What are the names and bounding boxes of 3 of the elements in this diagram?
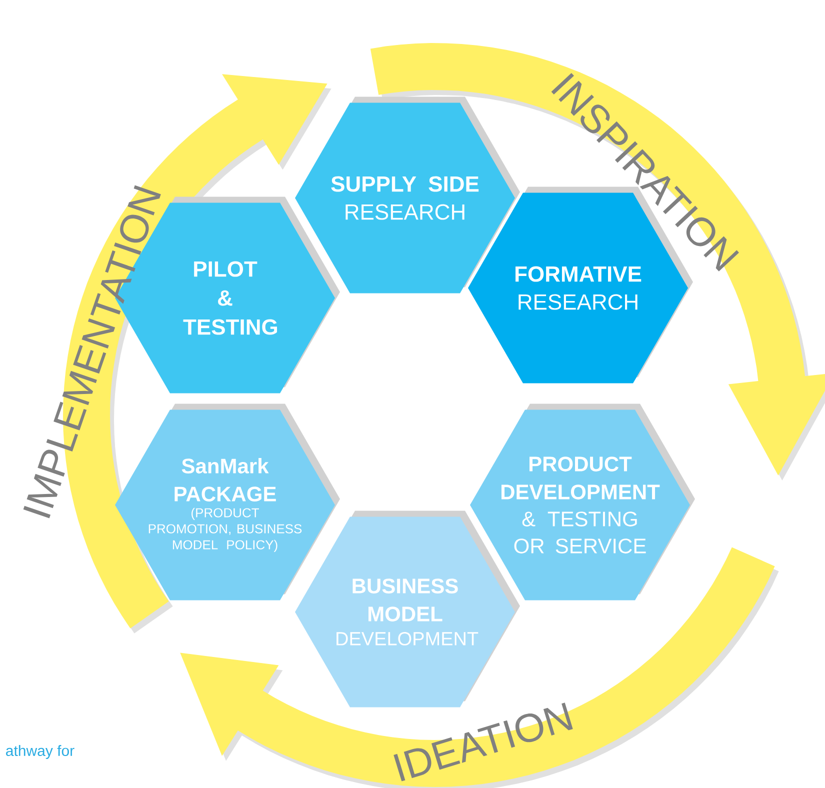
- caption-text: athway for: [6, 745, 74, 759]
- hexagon-box: SanMark PACKAGE (PRODUCT PROMOTION, BUSINESS MODEL POLICY): [115, 404, 340, 600]
- hexagon-box: PRODUCT DEVELOPMENT & TESTING OR SERVICE: [470, 404, 695, 600]
